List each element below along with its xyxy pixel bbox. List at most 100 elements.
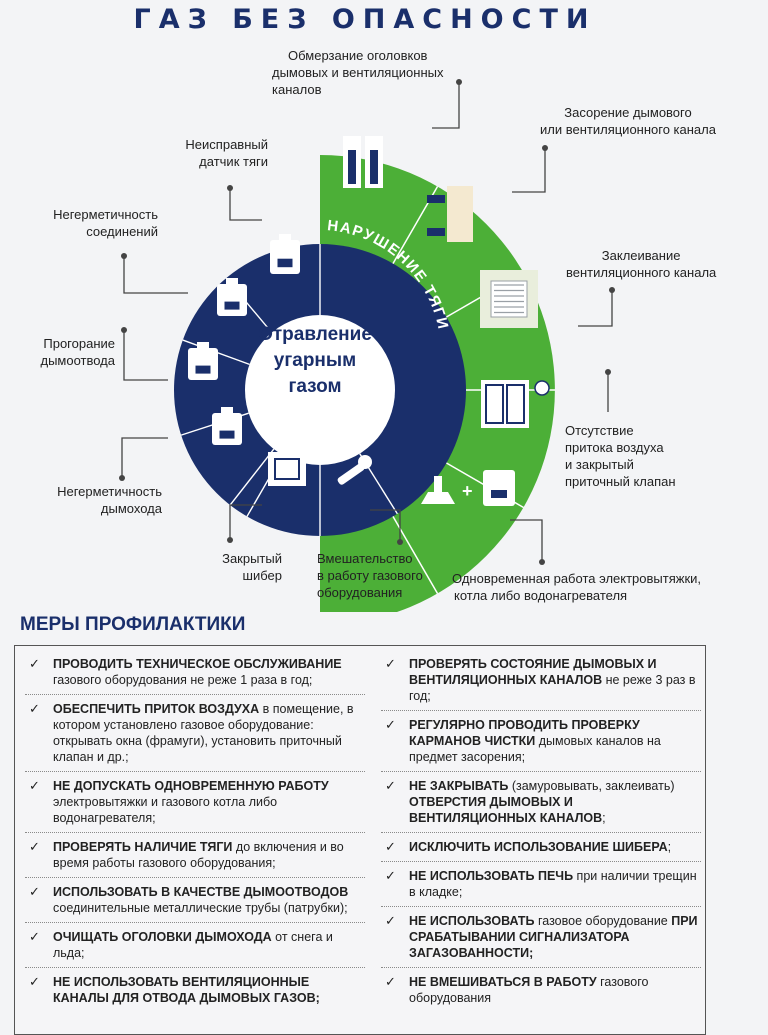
leader-no-air-dot <box>605 369 611 375</box>
check-icon: ✓ <box>29 974 40 989</box>
leader-sensor <box>229 188 262 221</box>
check-icon: ✓ <box>385 868 396 883</box>
measure-text: от снега и льда; <box>53 930 333 960</box>
leader-clogging <box>512 148 546 193</box>
measure-text: при наличии трещин в кладке; <box>409 869 697 899</box>
measure-emphasis: НЕ ИСПОЛЬЗОВАТЬ <box>409 914 535 928</box>
measure-emphasis: ОБЕСПЕЧИТЬ ПРИТОК ВОЗДУХА <box>53 702 260 716</box>
measure-emphasis: ПРОВЕРЯТЬ СОСТОЯНИЕ ДЫМОВЫХ И ВЕНТИЛЯЦИО… <box>409 657 657 687</box>
measures-box: ✓ ПРОВОДИТЬ ТЕХНИЧЕСКОЕ ОБСЛУЖИВАНИЕ газо… <box>14 645 706 1035</box>
damper-icon <box>268 452 306 486</box>
measure-left-item: ✓ПРОВЕРЯТЬ НАЛИЧИЕ ТЯГИ до включения и в… <box>25 839 365 871</box>
leader-sealing <box>578 290 613 327</box>
hood-plus-boiler-icon: + <box>421 470 515 506</box>
center-text: Отравление угарным газом <box>240 322 390 400</box>
measure-right-separator <box>381 710 701 711</box>
closed-window-icon <box>481 380 550 428</box>
boiler-icon-2 <box>217 278 247 316</box>
measure-emphasis: ПРИ СРАБАТЫВАНИИ СИГНАЛИЗАТОРА ЗАГАЗОВАН… <box>409 914 698 960</box>
measure-right-item: ✓ ИСКЛЮЧИТЬ ИСПОЛЬЗОВАНИЕ ШИБЕРА; <box>381 839 701 855</box>
measure-emphasis: ПРОВОДИТЬ ТЕХНИЧЕСКОЕ ОБСЛУЖИВАНИЕ <box>53 657 342 671</box>
measure-text: ; <box>602 811 606 825</box>
navy-ring <box>174 244 466 536</box>
center-line-3: газом <box>288 376 342 397</box>
measure-left-separator <box>25 967 365 968</box>
page-title: ГАЗ БЕЗ ОПАСНОСТИ <box>133 4 597 35</box>
measure-text: газового оборудования не реже 1 раза в г… <box>53 673 313 687</box>
leader-sensor-dot <box>227 185 233 191</box>
measure-right-item: ✓НЕ ЗАКРЫВАТЬ (замуровывать, заклеивать)… <box>381 778 701 826</box>
measure-left-item: ✓ОБЕСПЕЧИТЬ ПРИТОК ВОЗДУХА в помещение, … <box>25 701 365 765</box>
leader-joint-leak <box>123 256 188 294</box>
measure-left-separator <box>25 694 365 695</box>
center-line-1: Отравление <box>258 324 372 345</box>
leader-joint-leak-dot <box>121 253 127 259</box>
vent-grille-icon <box>480 270 538 328</box>
center-circle <box>245 315 395 465</box>
measure-left-separator <box>25 832 365 833</box>
check-icon: ✓ <box>29 839 40 854</box>
measure-text: до включения и во время работы газового … <box>53 840 344 870</box>
label-simultaneous: Одновременная работа электровытяжки,котл… <box>452 571 702 603</box>
check-icon: ✓ <box>385 839 396 854</box>
leader-flue-burn-dot <box>121 327 127 333</box>
measure-text: электровытяжки и газового котла либо вод… <box>53 795 278 825</box>
prevention-title: МЕРЫ ПРОФИЛАКТИКИ <box>20 614 246 635</box>
boiler-icon-3 <box>188 342 218 380</box>
measure-text: не реже 3 раз в год; <box>409 673 696 703</box>
measure-text: газового оборудования <box>409 975 649 1005</box>
check-icon: ✓ <box>29 701 40 716</box>
check-icon: ✓ <box>385 974 396 989</box>
wrench-icon <box>337 455 372 485</box>
measure-right-item: ✓ НЕ ИСПОЛЬЗОВАТЬ ПЕЧЬ при наличии трещин… <box>381 868 701 900</box>
leader-intervention-dot <box>397 539 403 545</box>
measure-emphasis: НЕ ВМЕШИВАТЬСЯ В РАБОТУ <box>409 975 597 989</box>
measure-text: ; <box>667 840 672 854</box>
measure-emphasis: НЕ ИСПОЛЬЗОВАТЬ ВЕНТИЛЯЦИОННЫЕ КАНАЛЫ ДЛ… <box>53 975 320 1005</box>
measure-emphasis: ИСКЛЮЧИТЬ ИСПОЛЬЗОВАНИЕ ШИБЕРА <box>409 840 668 854</box>
check-icon: ✓ <box>29 656 40 671</box>
check-icon: ✓ <box>385 656 396 671</box>
measure-left-separator <box>25 922 365 923</box>
measure-emphasis: НЕ ДОПУСКАТЬ ОДНОВРЕМЕННУЮ РАБОТУ <box>53 779 329 793</box>
check-icon: ✓ <box>29 884 40 899</box>
measure-left-item: ✓ НЕ ДОПУСКАТЬ ОДНОВРЕМЕННУЮ РАБОТУ элект… <box>25 778 365 826</box>
ring-divider-5 <box>229 448 275 506</box>
measure-text: соединительные металлические трубы (патр… <box>53 901 348 915</box>
check-icon: ✓ <box>385 913 396 928</box>
measure-emphasis: НЕ ИСПОЛЬЗОВАТЬ ПЕЧЬ <box>409 869 574 883</box>
measure-right-item: ✓ НЕ ВМЕШИВАТЬСЯ В РАБОТУ газового оборуд… <box>381 974 701 1006</box>
measure-emphasis: ИСПОЛЬЗОВАТЬ В КАЧЕСТВЕ ДЫМООТВОДОВ <box>53 885 349 899</box>
measure-emphasis: ОТВЕРСТИЯ ДЫМОВЫХ И ВЕНТИЛЯЦИОННЫХ КАНАЛ… <box>409 795 603 825</box>
center-line-2: угарным <box>273 350 357 371</box>
boiler-icon-1 <box>270 234 300 274</box>
measures-left-column: ✓ ПРОВОДИТЬ ТЕХНИЧЕСКОЕ ОБСЛУЖИВАНИЕ газо… <box>25 656 365 1006</box>
measure-text: дымовых каналов на предмет засорения; <box>409 734 661 764</box>
leader-intervention <box>370 509 401 542</box>
leader-simultaneous-dot <box>539 559 545 565</box>
leader-chimney-leak <box>121 437 168 478</box>
check-icon: ✓ <box>385 778 396 793</box>
causes-diagram: НАРУШЕНИЕ ТЯГИ + <box>119 79 615 612</box>
svg-text:+: + <box>462 481 473 501</box>
leader-damper <box>229 504 262 540</box>
measure-text: газовое оборудование <box>534 914 672 928</box>
measure-emphasis: НЕ ЗАКРЫВАТЬ <box>409 779 509 793</box>
measure-right-separator <box>381 906 701 907</box>
measure-emphasis: РЕГУЛЯРНО ПРОВОДИТЬ ПРОВЕРКУ КАРМАНОВ ЧИ… <box>409 718 640 748</box>
check-icon: ✓ <box>29 929 40 944</box>
check-icon: ✓ <box>29 778 40 793</box>
leader-sealing-dot <box>609 287 615 293</box>
measure-left-item: ✓ ИСПОЛЬЗОВАТЬ В КАЧЕСТВЕ ДЫМООТВОДОВ сое… <box>25 884 365 916</box>
leader-simultaneous <box>510 519 543 562</box>
measure-left-separator <box>25 771 365 772</box>
green-divider-5 <box>389 510 439 594</box>
